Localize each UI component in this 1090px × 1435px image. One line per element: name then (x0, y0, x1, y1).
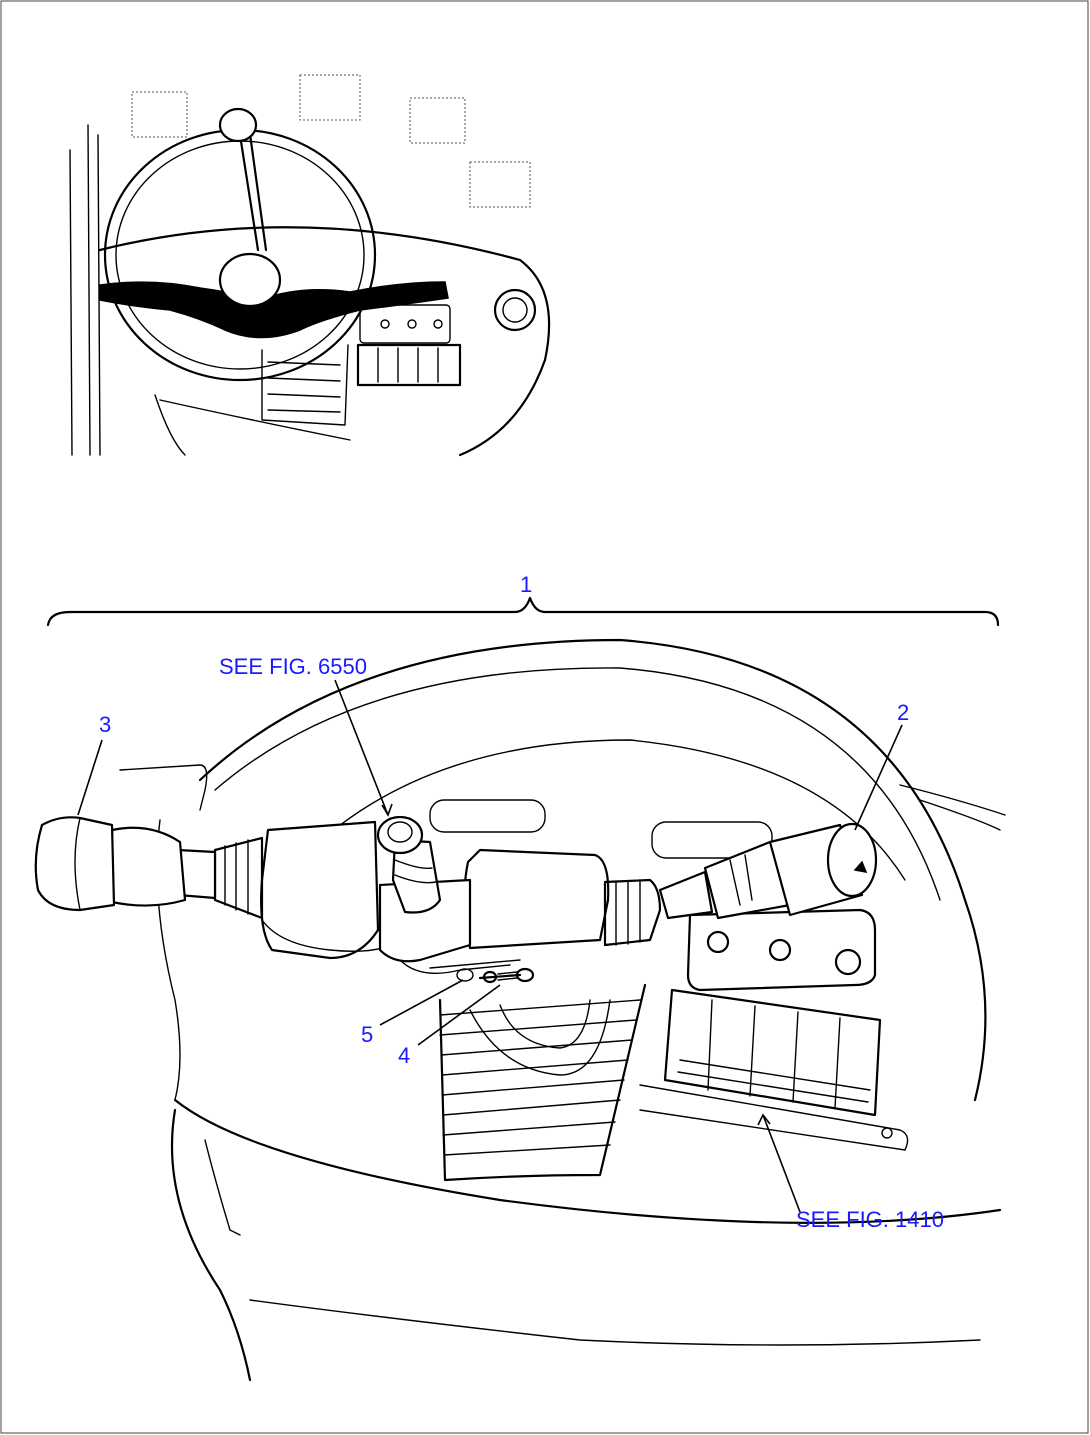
detail-knob-panel (686, 908, 877, 992)
callout-see-fig-6550: SEE FIG. 6550 (219, 654, 367, 679)
leader-item-3 (77, 739, 103, 816)
overview-lever-knob (218, 107, 258, 143)
detail-right-lever (658, 822, 878, 920)
callout-item-3: 3 (99, 712, 111, 737)
leader-see-fig-1410 (762, 1114, 801, 1213)
right-lever-knob (826, 822, 878, 898)
detail-illustration: 1 2 3 4 5 SEE FIG. 6550 SEE FIG. 1410 (34, 572, 1006, 1382)
detail-screw-washer (456, 967, 535, 984)
callout-see-fig-1410: SEE FIG. 1410 (796, 1207, 944, 1232)
item-1-brace (46, 596, 1000, 627)
leader-item-4 (417, 984, 501, 1046)
callout-item-2: 2 (897, 700, 909, 725)
detail-switch-bank (663, 988, 882, 1117)
detail-boot (438, 983, 647, 1182)
leader-item-2 (854, 724, 903, 831)
overview-hub (218, 252, 282, 308)
leader-item-5 (379, 979, 464, 1026)
leader-see-fig-6550 (334, 679, 389, 816)
detail-steering-wheel (198, 638, 987, 1102)
callout-item-1: 1 (520, 572, 532, 597)
overview-switch-bank (356, 343, 462, 387)
callout-item-5: 5 (361, 1022, 373, 1047)
detail-left-lever (34, 816, 217, 912)
overview-gauge (493, 288, 537, 332)
callout-item-4: 4 (398, 1043, 410, 1068)
detail-center-knob (376, 815, 442, 914)
overview-illustration (69, 74, 551, 457)
